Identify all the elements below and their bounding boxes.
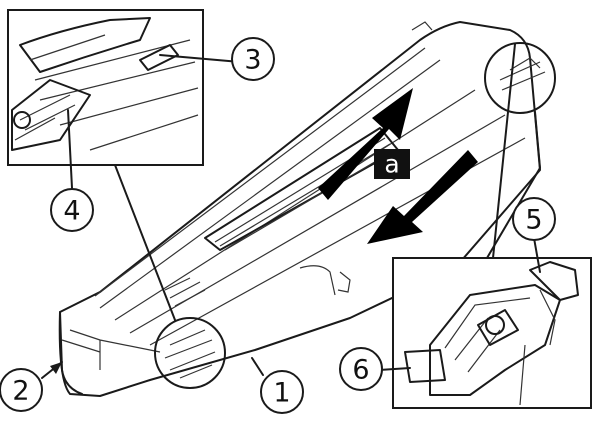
detail-inset-top-left [7,9,204,166]
callout-1: 1 [260,370,304,414]
arrow-down-left-icon [367,150,478,244]
callout-label-1: 1 [273,378,290,409]
direction-marker-a: a [374,149,410,179]
callout-6: 6 [339,347,383,391]
callout-label-2: 2 [12,376,29,407]
arrow-up-right-icon [318,88,413,200]
callout-2: 2 [0,368,43,412]
callout-5: 5 [512,197,556,241]
direction-arrows [318,88,478,244]
callout-3: 3 [231,37,275,81]
leader-lines [41,43,541,379]
callout-4: 4 [50,188,94,232]
callout-label-4: 4 [63,196,80,227]
callout-label-6: 6 [352,355,369,386]
detail-inset-bottom-right [392,257,592,409]
callout-label-3: 3 [244,45,261,76]
direction-marker-label: a [384,150,399,179]
magnifier-circles [154,42,556,389]
callout-label-5: 5 [525,205,542,236]
